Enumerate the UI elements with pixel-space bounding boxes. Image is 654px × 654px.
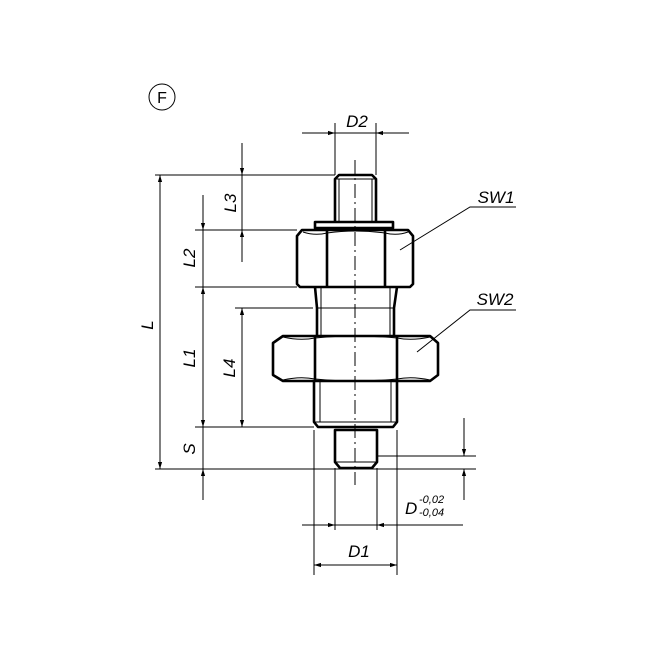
extension-lines (155, 123, 476, 575)
label-d2: D2 (346, 112, 368, 131)
label-sw1: SW1 (478, 188, 515, 207)
view-label: F (148, 83, 176, 111)
label-l2: L2 (180, 248, 199, 267)
label-l3: L3 (221, 193, 240, 212)
label-sw2: SW2 (477, 290, 514, 309)
label-l: L (138, 320, 157, 329)
label-s: S (180, 443, 199, 455)
label-d-tol-lower: -0,04 (419, 507, 444, 519)
label-d: D (405, 499, 417, 518)
view-label-text: F (157, 90, 167, 107)
label-l1: L1 (180, 349, 199, 368)
dimension-lines (157, 130, 516, 568)
dimension-labels: D2 L L3 L2 L1 L4 S D -0,02 -0,04 D1 SW1 … (138, 112, 514, 561)
part-outline (271, 160, 440, 485)
label-d-tol-upper: -0,02 (419, 494, 444, 506)
label-d1: D1 (348, 542, 370, 561)
label-l4: L4 (220, 359, 239, 378)
